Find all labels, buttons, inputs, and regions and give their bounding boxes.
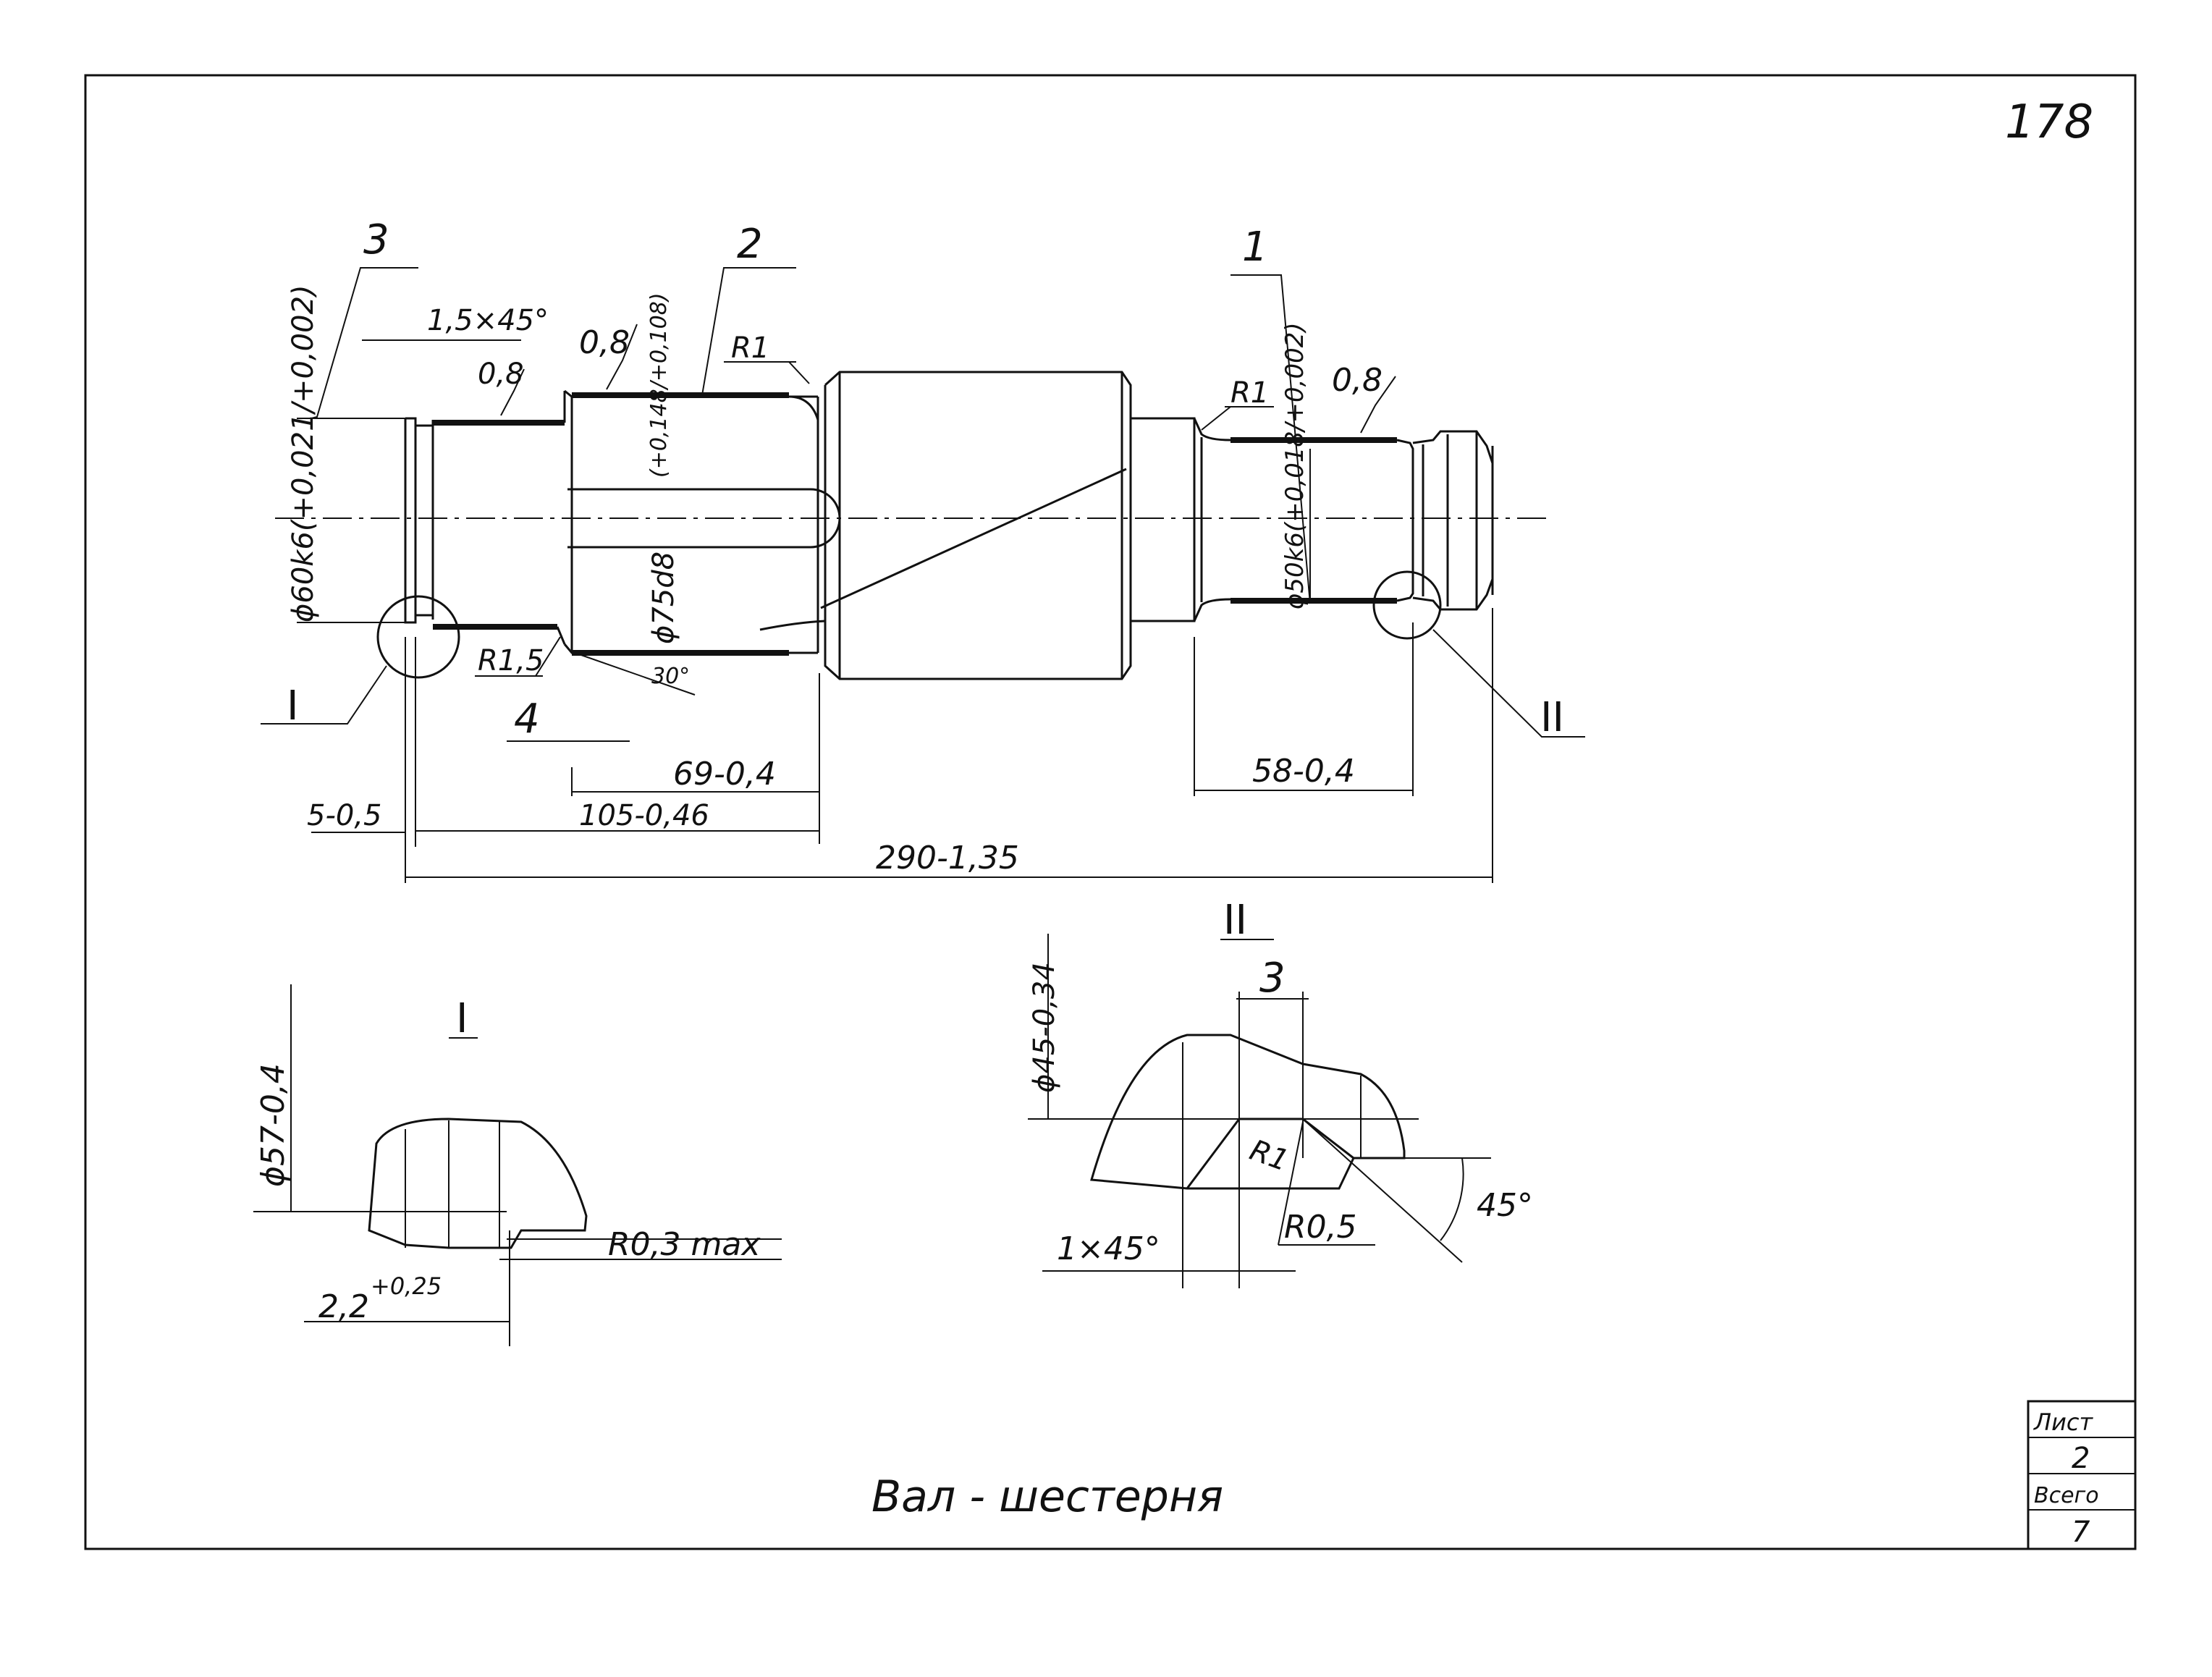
total-label: Всего	[2034, 1483, 2099, 1508]
detail-ii: II 3 ϕ45-0,34 R1 R0,5 45° 1×45°	[1028, 897, 1533, 1288]
callout-2: 2	[737, 221, 763, 268]
diameter-mid: ϕ75d8	[647, 552, 680, 644]
title-block: Лист 2 Всего 7	[2027, 1400, 2137, 1550]
sheet-number: 178	[2005, 96, 2093, 149]
helix-line	[820, 468, 1127, 609]
shaft-main-view	[275, 371, 1549, 680]
detail-circle-i	[376, 595, 460, 679]
detail-i-tol: +0,25	[371, 1272, 442, 1300]
surface-finish-3: 0,8	[1332, 362, 1382, 399]
sheet-label: Лист	[2033, 1408, 2093, 1436]
drawing-frame	[84, 74, 2137, 1550]
detail-i-d22: 2,2	[318, 1288, 369, 1325]
sheet-value: 2	[2072, 1442, 2090, 1475]
radius-r1-a: R1	[731, 331, 769, 365]
detail-ii-a45: 45°	[1477, 1187, 1533, 1224]
detail-ii-w3: 3	[1259, 955, 1286, 1002]
callout-1: 1	[1242, 224, 1268, 271]
chamfer-label: 1,5×45°	[427, 304, 549, 337]
detail-ii-r05: R0,5	[1284, 1209, 1357, 1246]
diameter-right: ϕ50k6(+0,018/+0,002)	[1280, 322, 1309, 609]
dim-58: 58-0,4	[1252, 753, 1355, 790]
detail-ii-d45: ϕ45-0,34	[1028, 962, 1061, 1093]
view-label-ii: II	[1540, 694, 1564, 741]
diameter-gear-tolerance: (+0,148/+0,108)	[646, 292, 672, 478]
surface-finish-2: 0,8	[579, 324, 630, 361]
detail-i-label: I	[456, 995, 468, 1042]
detail-i-d57: ϕ57-0,4	[255, 1063, 292, 1187]
detail-i: I ϕ57-0,4 R0,3 max 2,2 +0,25	[253, 984, 782, 1346]
diameter-left: ϕ60k6(+0,021/+0,002)	[287, 284, 320, 622]
dim-69: 69-0,4	[673, 756, 776, 793]
detail-circle-ii	[1372, 570, 1442, 640]
angle-30: 30°	[651, 664, 690, 689]
dim-290: 290-1,35	[876, 840, 1019, 876]
detail-i-r03: R0,3 max	[608, 1226, 761, 1263]
view-label-i: I	[287, 683, 299, 730]
callout-3: 3	[363, 216, 389, 263]
detail-ii-c145: 1×45°	[1057, 1230, 1160, 1267]
radius-r1-5: R1,5	[478, 644, 544, 677]
dim-5: 5-0,5	[307, 799, 382, 832]
detail-ii-r1: R1	[1246, 1133, 1293, 1178]
dim-105: 105-0,46	[579, 799, 709, 832]
detail-ii-label: II	[1223, 897, 1247, 944]
callout-4: 4	[514, 696, 540, 743]
radius-r1-b: R1	[1230, 376, 1269, 410]
drawing-title: Вал - шестерня	[871, 1471, 1223, 1522]
total-value: 7	[2072, 1516, 2090, 1549]
